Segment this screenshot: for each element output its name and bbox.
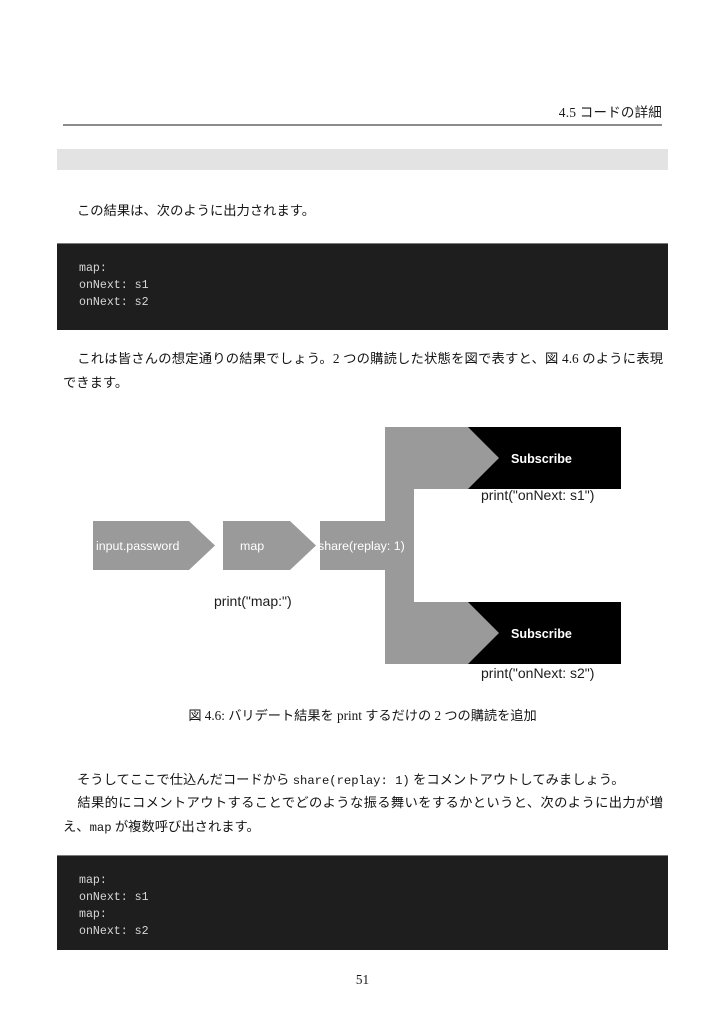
branch-pipe-shape — [385, 427, 499, 664]
subscribe-bottom-label: Subscribe — [511, 627, 572, 641]
paragraph-explanation: これは皆さんの想定通りの結果でしょう。2 つの購読した状態を図で表すと、図 4.… — [63, 347, 663, 395]
paragraph-comment-out: そうしてここで仕込んだコードから share(replay: 1) をコメントア… — [63, 768, 663, 793]
code-line: onNext: s1 — [79, 279, 149, 292]
running-header-title: 4.5 コードの詳細 — [558, 105, 662, 120]
paragraph-comment-out-text-a: そうしてここで仕込んだコードから — [77, 772, 293, 787]
paragraph-result-text-a: 結果的にコメントアウトすることでどのような振る舞いをするかというと、次のように出… — [63, 795, 663, 834]
header-rule — [63, 124, 662, 126]
figure-diagram: input.password map share(replay: 1) Subs… — [0, 410, 725, 690]
code-line: map: — [79, 908, 107, 921]
share-node-shape — [320, 521, 414, 570]
print-s1-annotation: print("onNext: s1") — [481, 487, 594, 503]
input-node-shape — [93, 521, 215, 570]
print-s2-annotation: print("onNext: s2") — [481, 665, 594, 681]
section-gray-band — [57, 149, 668, 170]
subscribe-top-label: Subscribe — [511, 452, 572, 466]
paragraph-result: 結果的にコメントアウトすることでどのような振る舞いをするかというと、次のように出… — [63, 791, 663, 840]
paragraph-intro: この結果は、次のように出力されます。 — [63, 199, 663, 223]
share-node-label: share(replay: 1) — [318, 539, 405, 553]
code-block-output-second: map: onNext: s1 map: onNext: s2 — [57, 855, 668, 950]
paragraph-intro-text: この結果は、次のように出力されます。 — [77, 203, 316, 218]
code-line: onNext: s2 — [79, 925, 149, 938]
code-block-output-first: map: onNext: s1 onNext: s2 — [57, 243, 668, 330]
page-number: 51 — [355, 972, 370, 987]
code-line: map: — [79, 262, 107, 275]
paragraph-explanation-text: これは皆さんの想定通りの結果でしょう。2 つの購読した状態を図で表すと、図 4.… — [63, 351, 663, 390]
diagram-svg: input.password map share(replay: 1) Subs… — [93, 427, 621, 681]
code-line: onNext: s2 — [79, 296, 149, 309]
print-map-annotation: print("map:") — [214, 593, 292, 609]
input-node-label: input.password — [96, 539, 179, 553]
code-line: map: — [79, 874, 107, 887]
map-node-shape — [223, 521, 316, 570]
figure-caption: 図 4.6: バリデート結果を print するだけの 2 つの購読を追加 — [188, 708, 537, 723]
map-node-label: map — [240, 539, 264, 553]
paragraph-result-text-b: が複数呼び出されます。 — [111, 819, 260, 834]
inline-code-map: map — [89, 821, 112, 835]
code-line: onNext: s1 — [79, 891, 149, 904]
inline-code-share-replay: share(replay: 1) — [292, 774, 410, 788]
paragraph-comment-out-text-b: をコメントアウトしてみましょう。 — [409, 772, 625, 787]
